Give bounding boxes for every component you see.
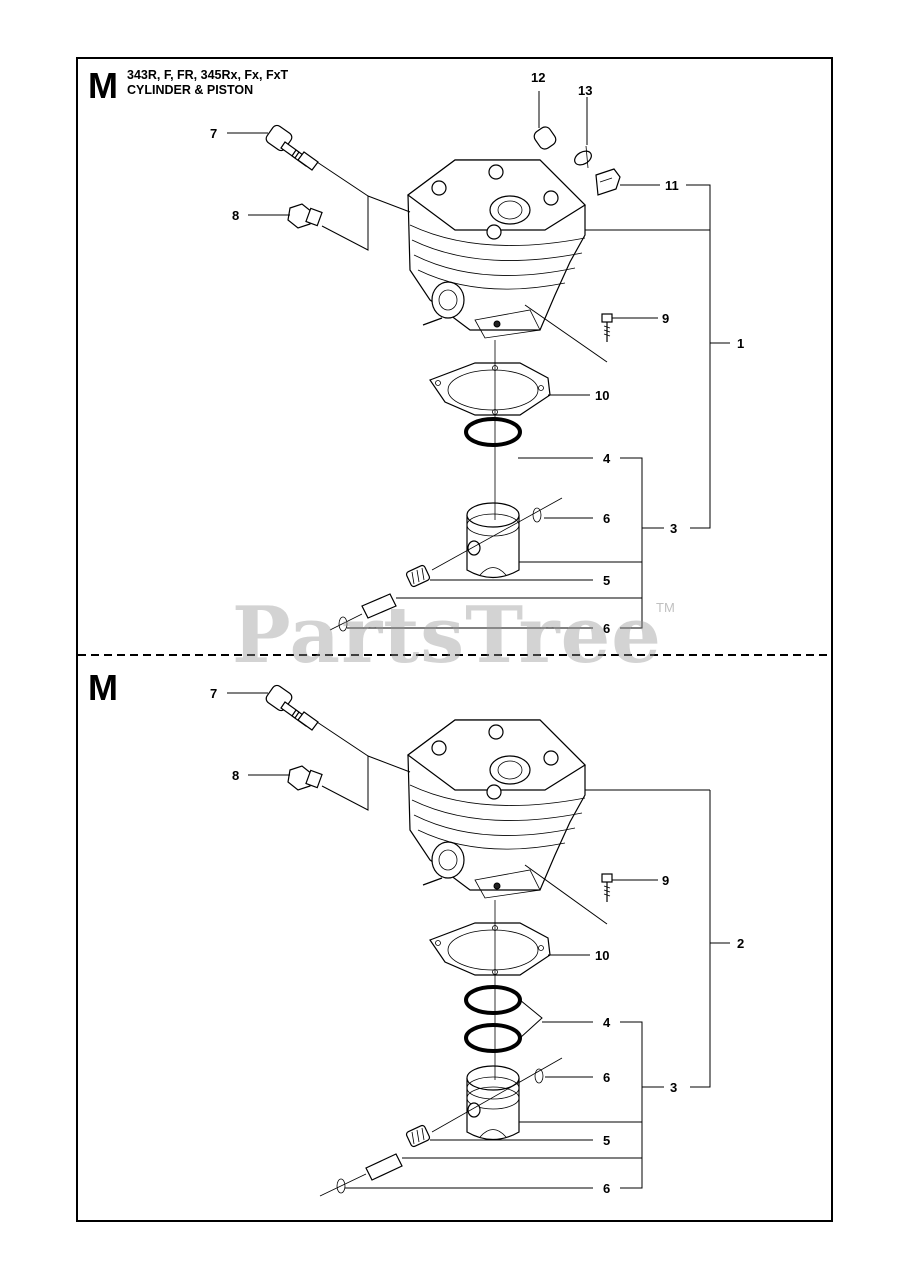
cylinder-body	[406, 159, 586, 339]
callout-3: 3	[670, 521, 677, 536]
callout-2: 2	[737, 936, 744, 951]
callout-1: 1	[737, 336, 744, 351]
callout-9: 9	[662, 311, 669, 326]
callout-12: 12	[531, 70, 545, 85]
section-letter-top: M	[88, 65, 118, 106]
piston-ring-part	[464, 417, 522, 447]
callout-11: 11	[665, 178, 679, 193]
callout-7: 7	[210, 686, 217, 701]
plug-part	[287, 203, 323, 229]
model-list: 343R, F, FR, 345Rx, Fx, FxT	[127, 68, 289, 82]
callout-3: 3	[670, 1080, 677, 1095]
cylinder-body	[406, 719, 586, 899]
leader-lines-top	[227, 91, 730, 629]
callout-5: 5	[603, 1133, 610, 1148]
callout-8: 8	[232, 768, 239, 783]
piston-ring-part	[464, 985, 522, 1053]
callout-10: 10	[595, 948, 609, 963]
callouts-top: 12 13 7 11 8 9 1 10 4 6 3 5 6	[210, 70, 744, 636]
watermark-tm: TM	[656, 600, 675, 615]
callout-6: 6	[603, 1070, 610, 1085]
clip-part	[574, 145, 592, 169]
callout-8: 8	[232, 208, 239, 223]
callout-7: 7	[210, 126, 217, 141]
bottom-assembly	[227, 684, 730, 1197]
spark-plug-cap-part	[533, 126, 557, 150]
decompression-valve-part	[265, 124, 319, 171]
callout-5: 5	[603, 573, 610, 588]
piston-part	[466, 1065, 544, 1141]
callout-4: 4	[603, 1015, 611, 1030]
callout-6-lower: 6	[603, 621, 610, 636]
top-assembly	[227, 91, 730, 632]
diagram-title: CYLINDER & PISTON	[127, 83, 254, 97]
diagram-frame	[76, 57, 833, 1222]
leader-lines-bottom	[227, 692, 730, 1189]
needle-bearing-part	[405, 564, 431, 588]
plug-part	[287, 765, 323, 791]
diagram-header: 343R, F, FR, 345Rx, Fx, FxT CYLINDER & P…	[127, 68, 288, 98]
callout-6: 6	[603, 511, 610, 526]
piston-pin-part	[329, 497, 563, 632]
callout-9: 9	[662, 873, 669, 888]
decompression-valve-part	[265, 684, 319, 731]
callout-10: 10	[595, 388, 609, 403]
callout-4: 4	[603, 451, 611, 466]
watermark: PartsTree	[232, 590, 662, 681]
needle-bearing-part	[405, 1124, 431, 1148]
callouts-bottom: 7 8 9 2 10 4 6 3 5 6	[210, 686, 744, 1196]
screw-part	[601, 313, 613, 342]
piston-pin-part	[319, 1057, 563, 1197]
callout-13: 13	[578, 83, 592, 98]
screw-part	[601, 873, 613, 902]
callout-6-lower: 6	[603, 1181, 610, 1196]
gasket-part	[429, 362, 551, 416]
gasket-part	[429, 922, 551, 976]
piston-part	[466, 502, 542, 579]
section-letter-bottom: M	[88, 667, 118, 708]
contact-part	[595, 168, 621, 196]
